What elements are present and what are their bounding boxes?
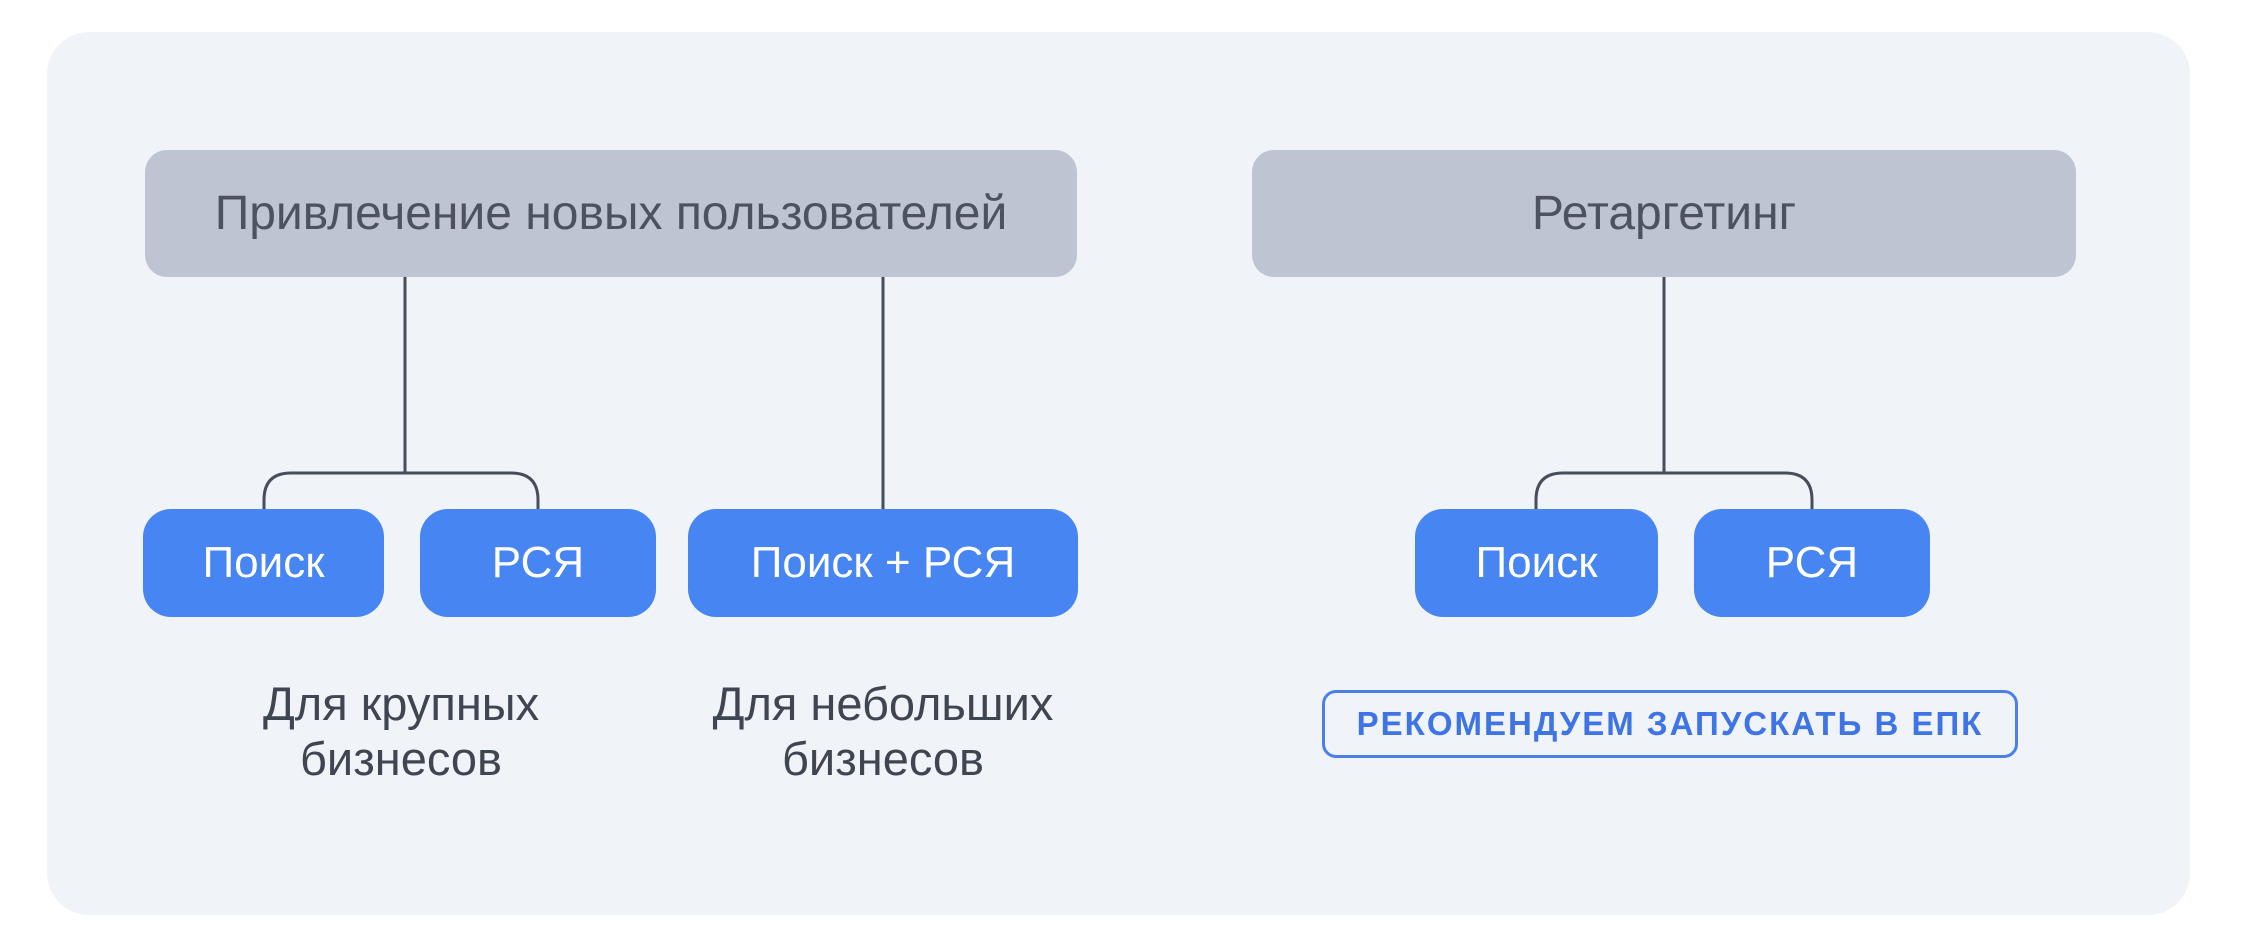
channel-box-rsya-large: РСЯ	[420, 509, 656, 617]
note-large-businesses: Для крупных бизнесов	[262, 677, 540, 785]
note-small-businesses: Для небольших бизнесов	[712, 677, 1054, 785]
channel-box-search-plus-rsya: Поиск + РСЯ	[688, 509, 1078, 617]
channel-box-search-large: Поиск	[143, 509, 384, 617]
recommendation-badge: РЕКОМЕНДУЕМ ЗАПУСКАТЬ В ЕПК	[1322, 690, 2018, 758]
channel-box-search-retargeting: Поиск	[1415, 509, 1658, 617]
channel-box-rsya-retargeting: РСЯ	[1694, 509, 1930, 617]
header-box-retargeting: Ретаргетинг	[1252, 150, 2076, 277]
header-box-new-users: Привлечение новых пользователей	[145, 150, 1077, 277]
